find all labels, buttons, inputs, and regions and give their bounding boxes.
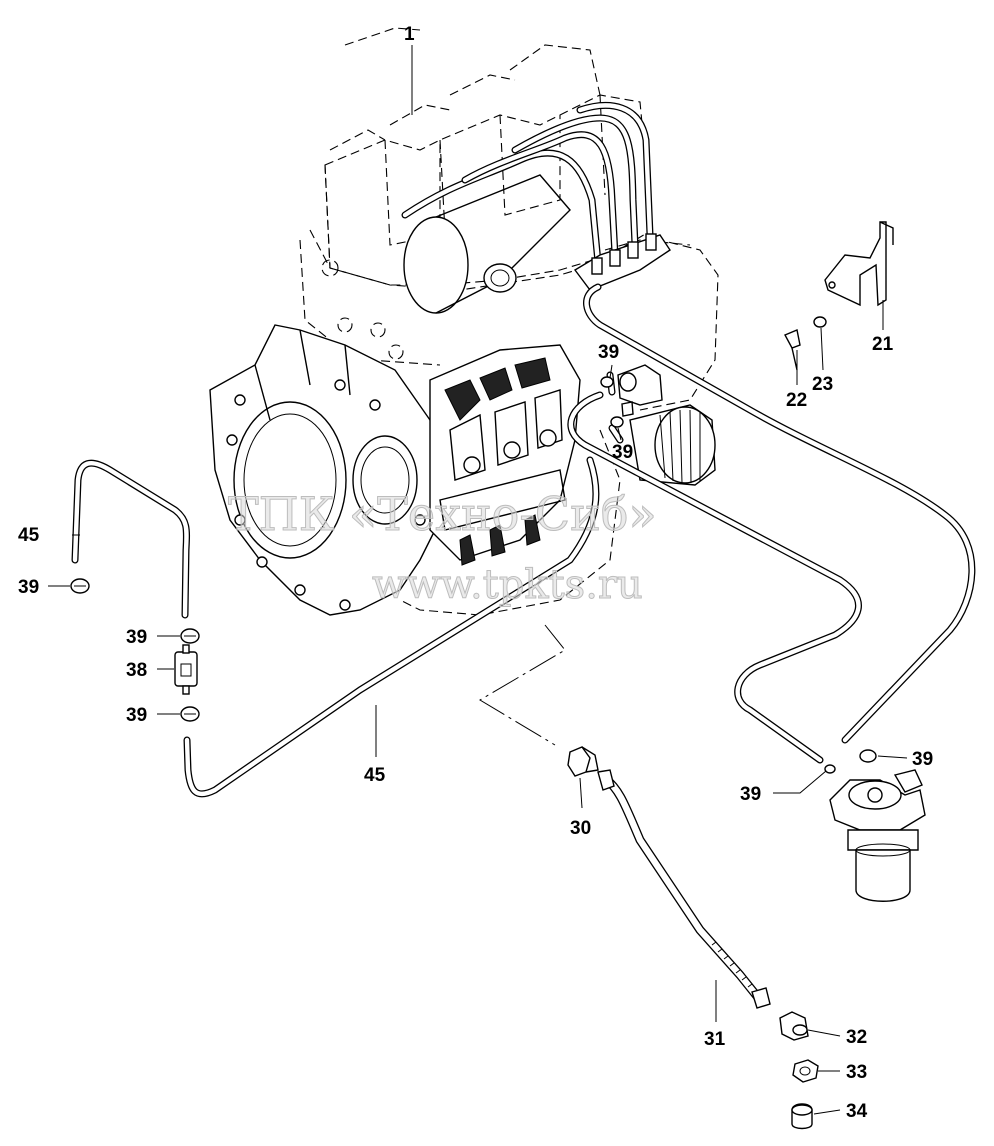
- callout-45: 45: [18, 525, 40, 546]
- callout-30: 30: [570, 818, 591, 839]
- callout-labels: 1 21 22 23 39 39 45 39 39 38 39 45 30 39…: [18, 24, 933, 1122]
- assembly-line-30: [479, 624, 566, 746]
- callout-32: 32: [846, 1027, 867, 1048]
- callout-22: 22: [786, 390, 807, 411]
- clip-39-left-mid: [180, 628, 200, 644]
- callout-39: 39: [126, 627, 147, 648]
- callout-39: 39: [18, 577, 39, 598]
- leader-lines: [48, 45, 908, 1115]
- cap-34: [791, 1103, 813, 1130]
- callout-31: 31: [704, 1029, 726, 1050]
- clip-39-upper: [600, 376, 634, 428]
- inline-filter-38: [174, 644, 198, 695]
- sensor-30: [567, 746, 599, 777]
- flywheel-housing: [209, 324, 446, 616]
- callout-1: 1: [404, 24, 415, 45]
- callout-39: 39: [912, 749, 933, 770]
- callout-38: 38: [126, 660, 147, 681]
- hose-31: [597, 769, 771, 1009]
- callout-39: 39: [598, 342, 619, 363]
- callout-34: 34: [846, 1101, 868, 1122]
- callout-23: 23: [812, 374, 833, 395]
- callout-39: 39: [740, 784, 761, 805]
- watermark-line2: www.tpkts.ru: [372, 562, 643, 608]
- callout-39: 39: [612, 442, 633, 463]
- watermark-line1: ТПК «Техно-Сиб»: [228, 487, 657, 541]
- oil-filter: [617, 364, 716, 486]
- fuel-pipes: [71, 283, 976, 798]
- clip-39-filter-right: [859, 749, 877, 763]
- nut-33: [792, 1059, 819, 1083]
- callout-45: 45: [364, 765, 386, 786]
- fitting-32: [779, 1011, 809, 1041]
- callout-39: 39: [126, 705, 147, 726]
- clip-39-filter-left: [824, 764, 836, 774]
- callout-21: 21: [872, 334, 894, 355]
- callout-33: 33: [846, 1062, 867, 1083]
- bolt-22: [784, 329, 801, 371]
- injector-lines: [401, 101, 671, 291]
- fuel-filter: [829, 769, 926, 902]
- crankcase-section: [429, 344, 581, 566]
- clip-39-left-top: [70, 578, 90, 594]
- bracket-21: [824, 221, 894, 307]
- washer-23: [813, 316, 827, 328]
- clip-39-left-bottom: [180, 706, 200, 722]
- intake-cylinder: [403, 174, 571, 314]
